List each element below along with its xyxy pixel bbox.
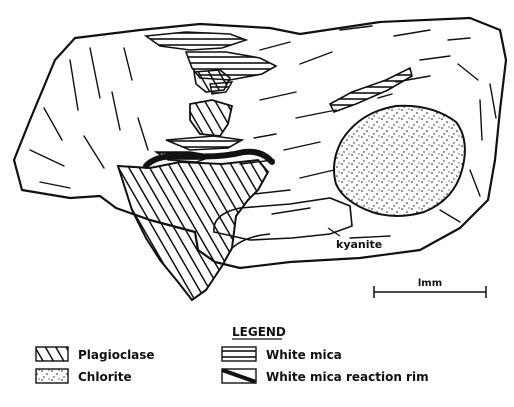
legend-label-white-mica: White mica	[266, 348, 342, 362]
scale-bar-label: lmm	[418, 278, 442, 289]
legend: LEGEND Plagioclase Chlorite White mica W…	[36, 325, 429, 384]
kyanite-label: kyanite	[336, 238, 382, 251]
legend-title: LEGEND	[232, 325, 286, 339]
legend-swatch-plagioclase	[36, 347, 68, 361]
legend-swatch-chlorite	[36, 369, 68, 383]
legend-swatch-white-mica	[222, 347, 256, 361]
legend-label-plagioclase: Plagioclase	[78, 348, 155, 362]
legend-label-chlorite: Chlorite	[78, 370, 132, 384]
legend-label-white-mica-rim: White mica reaction rim	[266, 370, 429, 384]
